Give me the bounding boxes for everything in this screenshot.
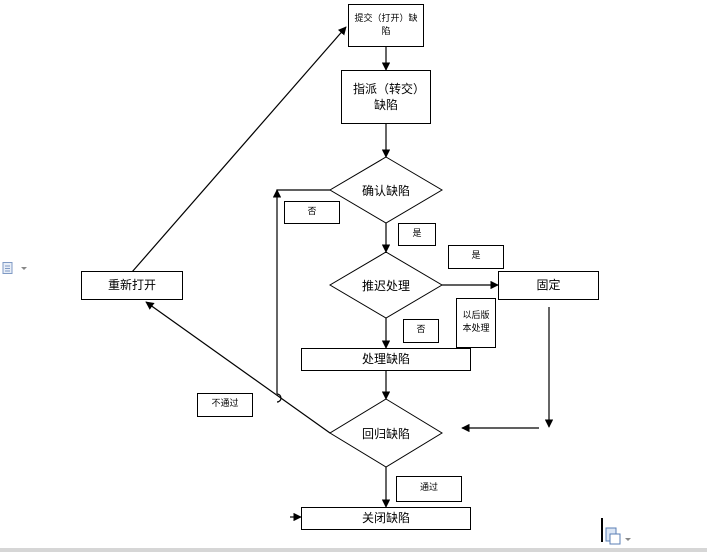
node-handle-label: 处理缺陷 bbox=[361, 352, 410, 367]
label-not-pass: 不通过 bbox=[197, 393, 253, 417]
arrow-reopen-submit bbox=[131, 26, 347, 273]
node-close: 关闭缺陷 bbox=[301, 507, 471, 530]
node-assign: 指派（转交）缺陷 bbox=[341, 70, 431, 124]
node-fix-label: 固定 bbox=[536, 278, 561, 293]
label-confirm-no: 否 bbox=[284, 201, 340, 224]
bottom-divider bbox=[0, 548, 707, 552]
label-later-version-text: 以后版本处理 bbox=[462, 310, 490, 335]
node-regress-label: 回归缺陷 bbox=[361, 426, 410, 441]
node-reopen-label: 重新打开 bbox=[107, 278, 156, 293]
node-close-label: 关闭缺陷 bbox=[361, 511, 410, 526]
document-icon[interactable] bbox=[2, 259, 30, 274]
node-reopen: 重新打开 bbox=[81, 271, 183, 300]
node-handle: 处理缺陷 bbox=[301, 348, 471, 371]
node-fix: 固定 bbox=[498, 271, 599, 300]
label-confirm-yes: 是 bbox=[398, 223, 436, 246]
node-defer-label: 推迟处理 bbox=[361, 278, 410, 293]
label-later-version: 以后版本处理 bbox=[456, 298, 496, 348]
node-submit-label: 提交（打开）缺陷 bbox=[354, 14, 418, 37]
label-defer-yes: 是 bbox=[448, 245, 504, 269]
node-assign-label: 指派（转交）缺陷 bbox=[352, 81, 419, 112]
arrow-regress-reopen bbox=[145, 301, 331, 434]
clipboard-icon[interactable] bbox=[598, 516, 634, 548]
label-pass: 通过 bbox=[396, 476, 462, 502]
node-submit: 提交（打开）缺陷 bbox=[348, 4, 424, 47]
node-confirm-label: 确认缺陷 bbox=[361, 183, 410, 198]
label-defer-no: 否 bbox=[403, 319, 439, 343]
